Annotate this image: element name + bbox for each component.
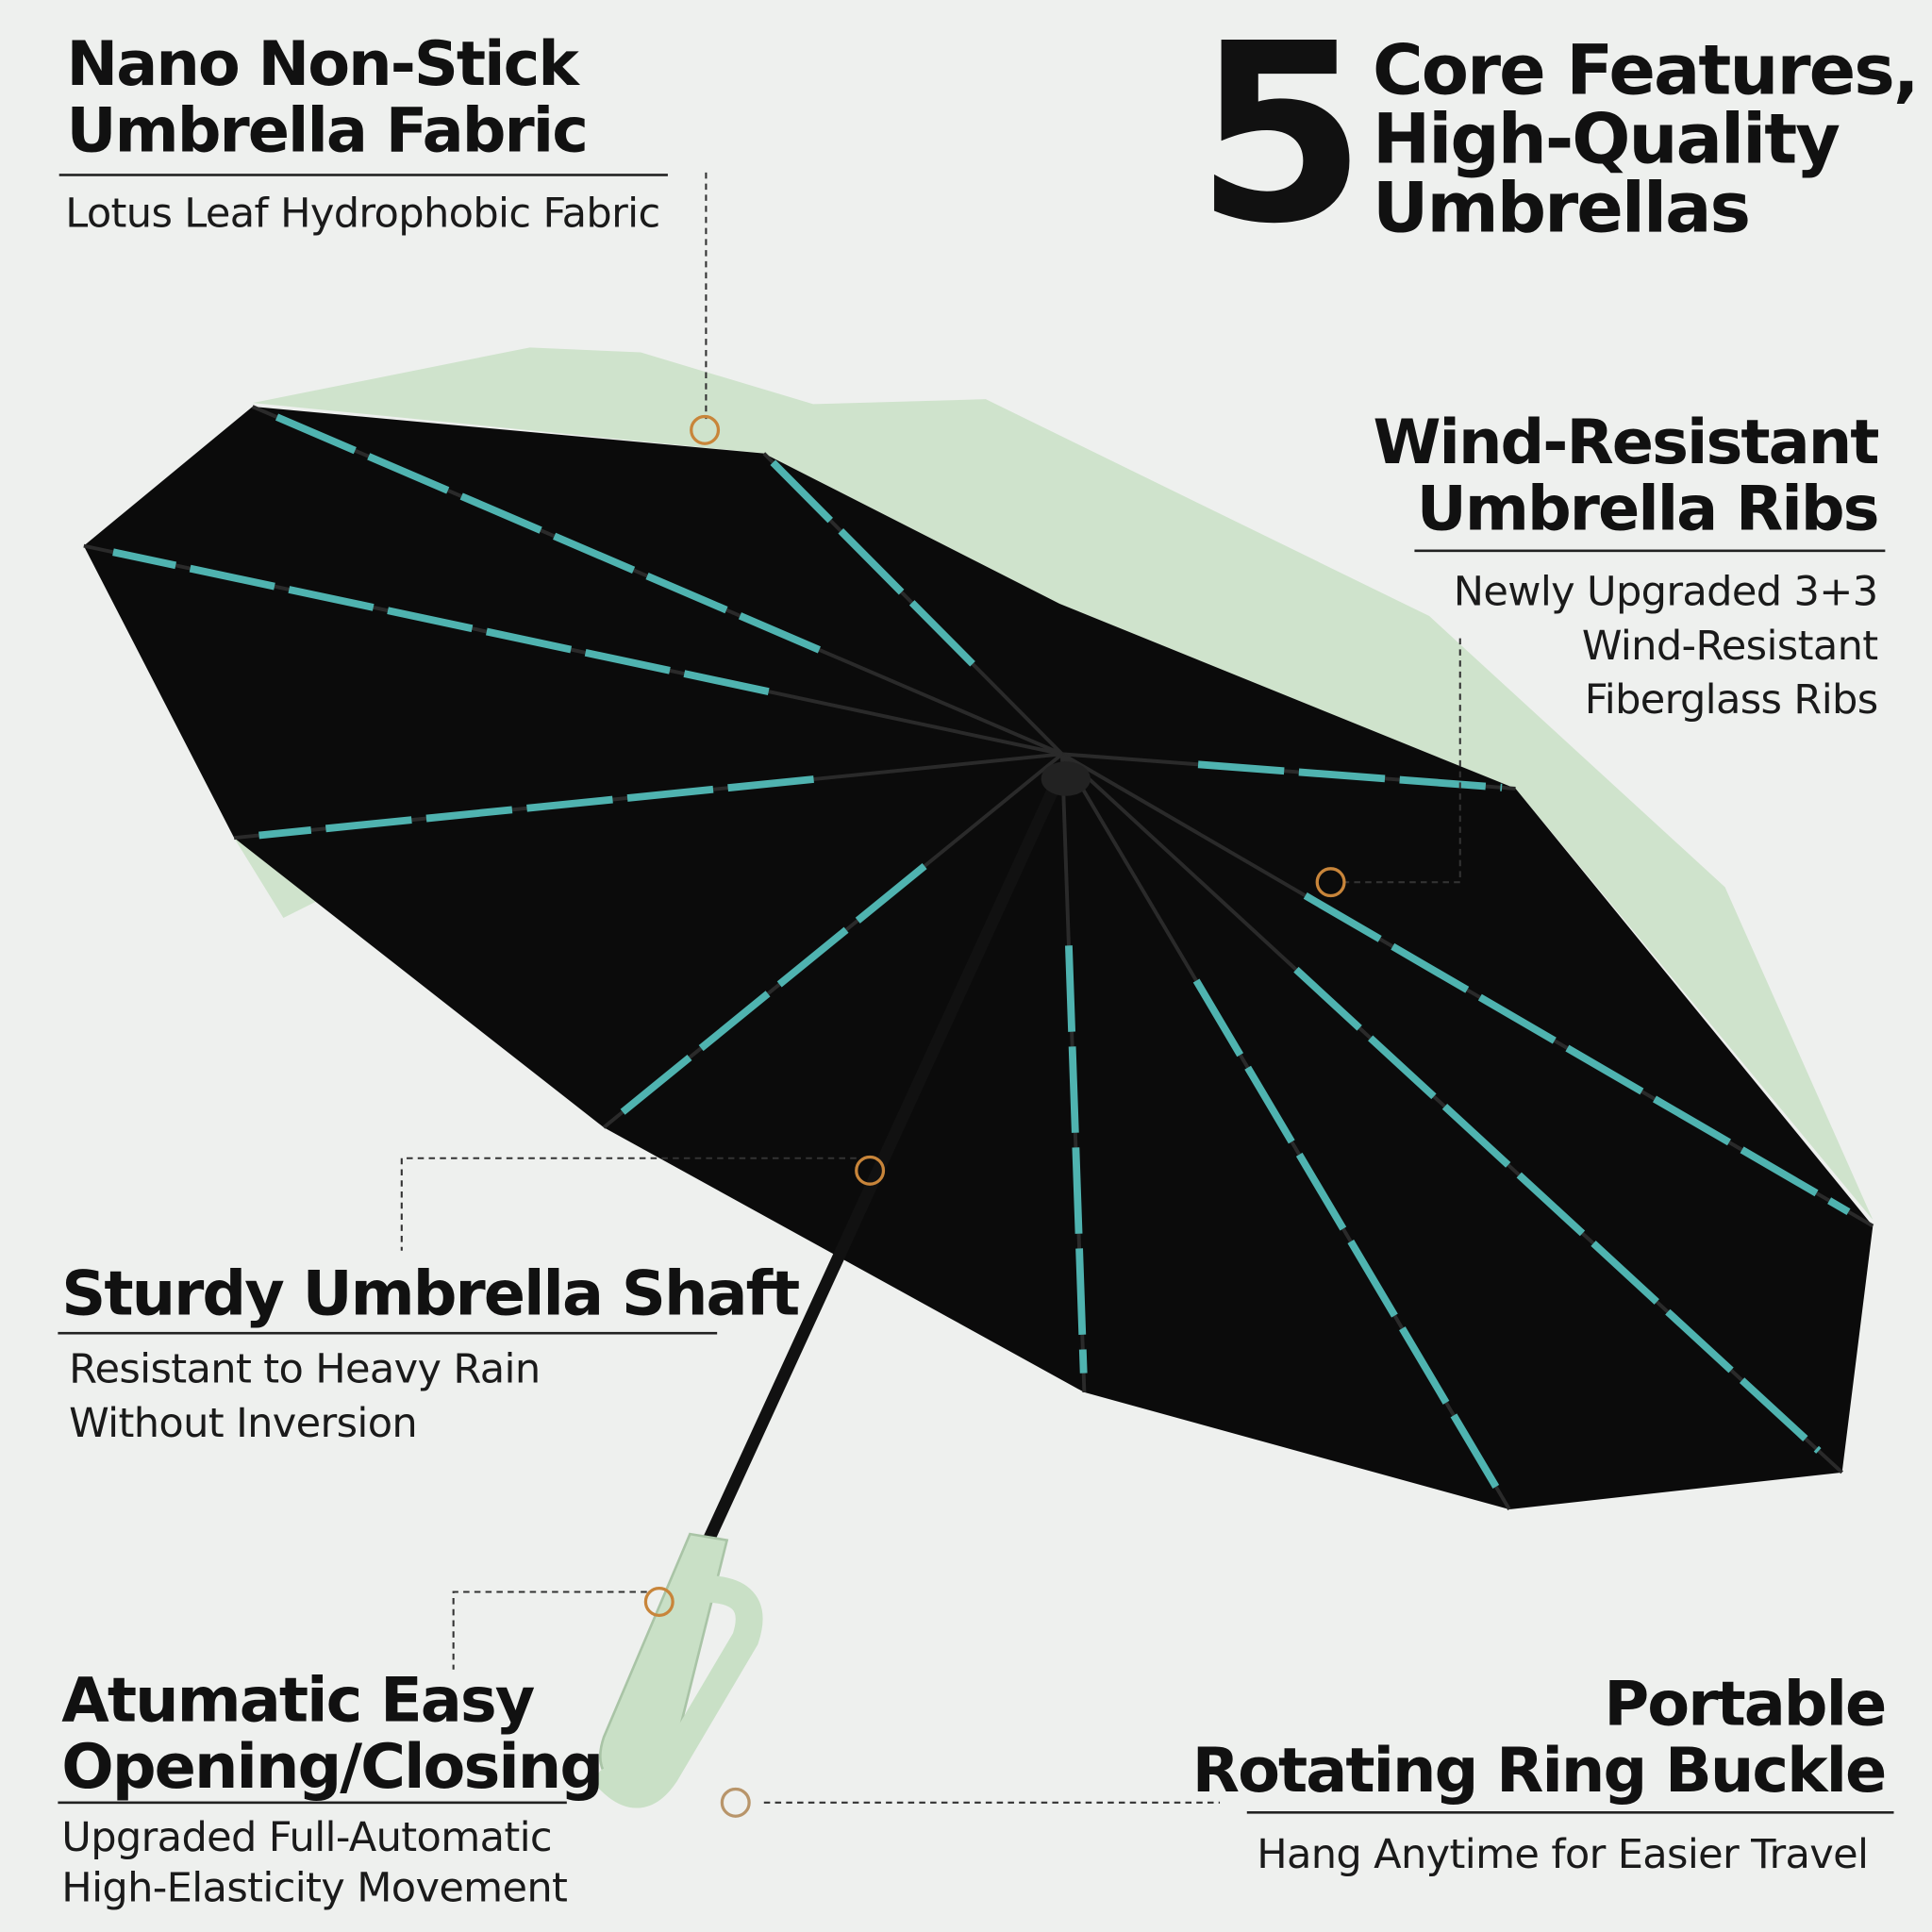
rib-accent [1293,966,1822,1454]
umbrella-handle [596,1532,763,1808]
leader-lines [400,172,1461,1804]
umbrella-hub [1041,761,1091,796]
divider [1246,1810,1894,1814]
marker-buckle [720,1787,751,1818]
divider [58,174,668,176]
marker-opening [643,1586,675,1617]
subtitle-line: Resistant to Heavy Rain [69,1343,541,1392]
feature-shaft-subtitle: Resistant to Heavy Rain Without Inversio… [69,1341,541,1450]
headline-text: Core Features, High-Quality Umbrellas [1373,30,1920,249]
rib-accent [615,863,927,1120]
subtitle-line: Newly Upgraded 3+3 [1453,566,1878,615]
title-line: Rotating Ring Buckle [1191,1735,1888,1807]
divider [58,1331,718,1335]
marker-shaft [855,1155,886,1186]
marker-fabric [690,414,721,445]
title-line: Nano Non-Stick [66,28,579,100]
headline-line: Core Features, [1373,30,1920,111]
marker-circles [643,414,1346,1818]
rib [1060,752,1874,1228]
divider [1414,549,1886,553]
subtitle-line: Without Inversion [69,1398,418,1447]
feature-fabric-title: Nano Non-Stick Umbrella Fabric [66,28,589,167]
umbrella-ribs [83,405,1874,1510]
feature-buckle-subtitle: Hang Anytime for Easier Travel [1257,1829,1869,1878]
headline-number: 5 [1194,0,1367,279]
subtitle-line: Fiberglass Ribs [1584,675,1878,724]
umbrella-shaft [703,767,1068,1543]
title-line: Portable [1604,1668,1887,1740]
feature-buckle-title: Portable Rotating Ring Buckle [1191,1668,1888,1807]
headline-line: High-Quality [1373,99,1840,180]
subtitle-line: High-Elasticity Movement [61,1862,568,1911]
rib-accent [1192,978,1500,1489]
feature-ribs-subtitle: Newly Upgraded 3+3 Wind-Resistant Fiberg… [1454,564,1878,726]
divider [58,1801,567,1805]
canopy-outer-fabric [252,347,1874,1221]
feature-fabric-subtitle: Lotus Leaf Hydrophobic Fabric [65,188,660,237]
title-line: Umbrella Ribs [1416,473,1880,545]
feature-opening-subtitle: Upgraded Full-Automatic High-Elasticity … [61,1811,568,1912]
title-line: Wind-Resistant [1373,407,1879,478]
rib-accent [258,775,814,840]
title-line: Umbrella Fabric [66,94,589,167]
title-line: Atumatic Easy [61,1664,535,1737]
feature-opening-title: Atumatic Easy Opening/Closing [61,1664,604,1803]
rib-accent [1065,945,1088,1374]
rib-accent [770,459,975,667]
feature-shaft-title: Sturdy Umbrella Shaft [61,1257,800,1330]
feature-ribs-title: Wind-Resistant Umbrella Ribs [1373,407,1880,545]
headline-line: Umbrellas [1373,168,1751,249]
subtitle-line: Upgraded Full-Automatic [61,1812,552,1861]
rib-accent [1197,760,1503,791]
subtitle-line: Wind-Resistant [1581,621,1878,670]
rib-accent [1303,892,1851,1215]
marker-ribs [1315,867,1346,898]
title-line: Opening/Closing [61,1731,604,1803]
rib-accent [112,548,770,695]
